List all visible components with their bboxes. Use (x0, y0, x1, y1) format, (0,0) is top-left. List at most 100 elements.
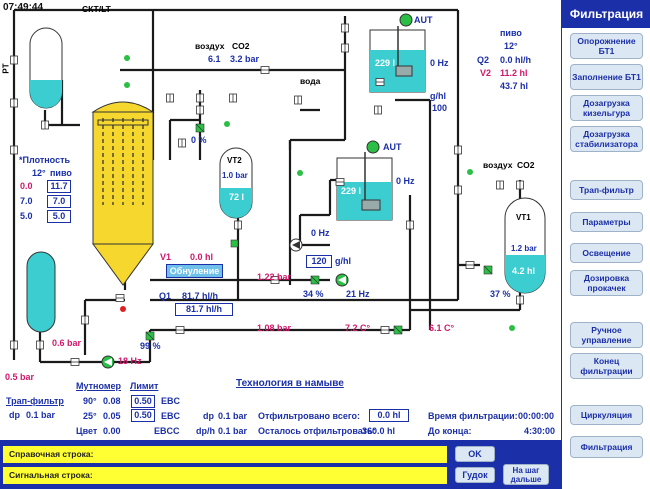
aut-top-dose-unit: g/hl (430, 91, 446, 101)
vt2-level: 72 l (229, 192, 245, 202)
turb-row1-limit[interactable]: 0.50 (131, 409, 155, 422)
aut-mid-dose-unit: g/hl (335, 256, 351, 266)
tech-title: Технология в намыве (236, 378, 344, 389)
temp-72: 7.2 C° (345, 323, 371, 333)
beer-panel-temp: 12° (504, 41, 518, 51)
density-title: *Плотность (19, 155, 71, 165)
air-pressure: 6.1 (208, 54, 221, 64)
next-step-button[interactable]: На шаг дальше (503, 464, 549, 485)
pressure-122: 1.22 bar (257, 272, 292, 282)
vt1-pressure: 1.2 bar (511, 244, 537, 253)
trap-dp-value: 0.1 bar (26, 410, 56, 420)
menu-empty-bt1[interactable]: Опорожнение БТ1 (570, 33, 643, 59)
menu-fill-bt1[interactable]: Заполнение БТ1 (570, 64, 643, 90)
density-row1-b[interactable]: 7.0 (47, 195, 71, 208)
density-beer: пиво (50, 168, 72, 178)
density-row0-a: 0.0 (20, 181, 33, 191)
vt1-level: 4.2 hl (512, 266, 536, 276)
turb-row2-b: 0.00 (103, 426, 121, 436)
menu-dosing[interactable]: Дозировка прокачек (570, 270, 643, 296)
vt1-valve-pct: 37 % (490, 289, 511, 299)
pressure-108: 1.08 bar (257, 323, 292, 333)
pump-18hz: 18 Hz (118, 356, 142, 366)
q1-box[interactable]: 81.7 hl/h (175, 303, 233, 316)
menu-lighting[interactable]: Освещение (570, 243, 643, 263)
menu-end-filtration[interactable]: Конец фильтрации (570, 353, 643, 379)
bottom-bar: Справочная строка: Сигнальная строка: OK… (0, 440, 561, 489)
v1-label: V1 (160, 252, 172, 262)
co22-label: CO2 (517, 160, 535, 170)
aut-top-level: 229 l (375, 58, 396, 68)
menu-filtration[interactable]: Фильтрация (570, 436, 643, 458)
menu-manual[interactable]: Ручное управление (570, 322, 643, 348)
beer-panel-title: пиво (500, 28, 522, 38)
stats-dph-value: 0.1 bar (218, 426, 248, 436)
aut-mid-label: AUT (383, 142, 402, 152)
reference-line: Справочная строка: (3, 446, 447, 463)
air-label: воздух (195, 41, 225, 51)
vt2-name: VT2 (227, 156, 242, 165)
aut-top-label: AUT (414, 15, 433, 25)
density-row1-a: 7.0 (20, 196, 33, 206)
total-value: 43.7 hl (500, 81, 529, 91)
ok-button[interactable]: OK (455, 446, 495, 462)
valve-99: 99 % (140, 341, 161, 351)
menu-trap-filter[interactable]: Трап-фильтр (570, 180, 643, 200)
reset-button[interactable]: Обнуление (166, 264, 223, 278)
trap-title: Трап-фильтр (6, 396, 64, 406)
right-menu: Фильтрация Опорожнение БТ1 Заполнение БТ… (561, 0, 650, 489)
air2-label: воздух (483, 160, 513, 170)
time-value: 00:00:00 (518, 411, 555, 421)
density-row0-b[interactable]: 11.7 (47, 180, 71, 193)
vt2-pressure: 1.0 bar (222, 171, 248, 180)
turb-row1-b: 0.05 (103, 411, 121, 421)
horn-button[interactable]: Гудок (455, 467, 495, 483)
q2-value: 0.0 hl/h (500, 55, 532, 65)
aut-mid-dose-input[interactable]: 120 (306, 255, 332, 268)
remain-value: 360.0 hl (362, 426, 396, 436)
q1-label: Q1 (159, 291, 172, 301)
turb-row0-a: 90° (83, 396, 97, 406)
clock: 07:49:44 (3, 2, 44, 13)
q1-value: 81.7 hl/h (182, 291, 219, 301)
turb-row0-unit: EBC (161, 396, 181, 406)
stats-dp-value: 0.1 bar (218, 411, 248, 421)
pt-label: PT (1, 63, 11, 74)
skt-lt-label: СКТ/LT (82, 4, 111, 14)
turb-row0-b: 0.08 (103, 396, 121, 406)
turb-header: Мутномер (76, 381, 121, 391)
end-label: До конца: (428, 426, 472, 436)
aut-top-flow: 0 Hz (430, 58, 449, 68)
co2-pressure: 3.2 bar (230, 54, 260, 64)
turb-row1-unit: EBC (161, 411, 181, 421)
end-value: 4:30:00 (524, 426, 556, 436)
filtered-label: Отфильтровано всего: (258, 411, 360, 421)
aut-top-dose-val: 100 (432, 103, 448, 113)
density-row2-b[interactable]: 5.0 (47, 210, 71, 223)
menu-kieselguhr[interactable]: Дозагрузка кизельгура (570, 95, 643, 121)
aut-mid-flow: 0 Hz (396, 176, 415, 186)
v2-label: V2 (480, 68, 492, 78)
turb-row1-a: 25° (83, 411, 97, 421)
remain-label: Осталось отфильтровать: (258, 426, 376, 436)
filtered-value: 0.0 hl (369, 409, 409, 422)
turb-row0-limit[interactable]: 0.50 (131, 395, 155, 408)
time-label: Время фильтрации: (428, 411, 518, 421)
menu-params[interactable]: Параметры (570, 212, 643, 232)
signal-line: Сигнальная строка: (3, 467, 447, 484)
menu-stabilizer[interactable]: Дозагрузка стабилизатора (570, 126, 643, 152)
co2-label: CO2 (232, 41, 250, 51)
pump-flow-label: 0 Hz (311, 228, 330, 238)
aut-mid-level: 229 l (341, 186, 362, 196)
v1-value: 0.0 hl (190, 252, 214, 262)
water-label: вода (300, 76, 321, 86)
top-valve-pct: 0 % (191, 135, 207, 145)
trap-dp-label: dp (9, 410, 20, 420)
q2-label: Q2 (477, 55, 490, 65)
pressure-05: 0.5 bar (5, 372, 35, 382)
stats-dph-label: dp/h (196, 426, 215, 436)
vt1-name: VT1 (516, 213, 531, 222)
v2-value: 11.2 hl (500, 68, 528, 78)
density-row2-a: 5.0 (20, 211, 33, 221)
menu-circulation[interactable]: Циркуляция (570, 405, 643, 425)
